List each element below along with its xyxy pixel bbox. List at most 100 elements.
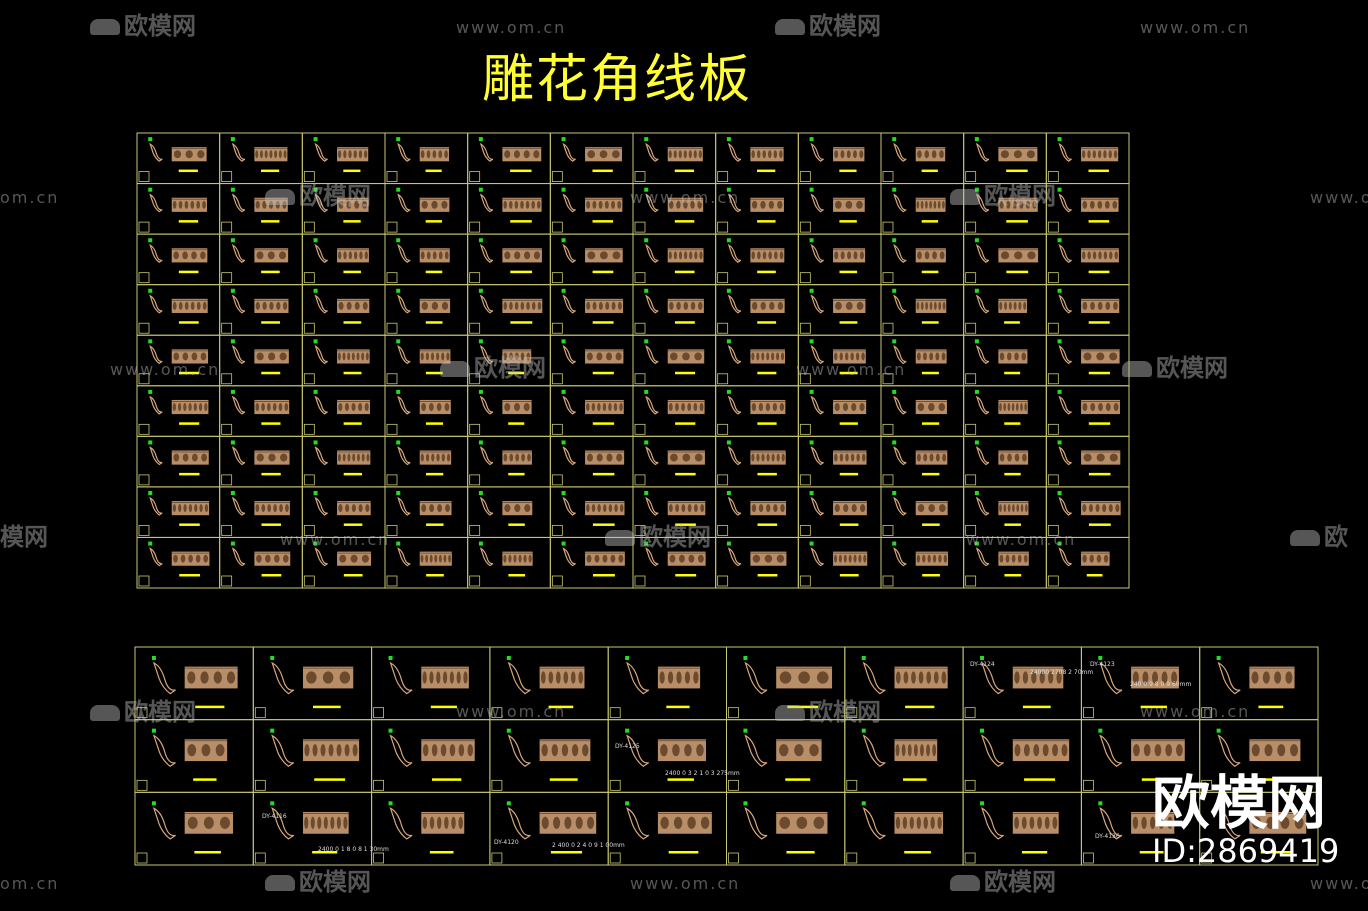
label-bar: [1004, 422, 1021, 425]
label-bar: [425, 270, 443, 274]
watermark-logo: 模网: [0, 525, 48, 549]
title-stamp: [469, 272, 481, 284]
carving-motif: [434, 554, 438, 563]
title-stamp: [138, 423, 150, 435]
title-stamp: [965, 474, 977, 486]
carving-motif: [1112, 200, 1118, 209]
carving-motif: [429, 671, 434, 684]
carving-motif: [586, 554, 592, 563]
dimension-marker: [1057, 137, 1062, 142]
label-bar: [261, 220, 280, 223]
label-bar: [1259, 778, 1288, 781]
profile-section: [562, 496, 576, 516]
molding-sheet: [467, 334, 551, 387]
profile-section: [645, 395, 659, 415]
carving-motif: [771, 352, 775, 361]
watermark-url: om.cn: [0, 874, 60, 893]
label-bar: [343, 169, 361, 173]
label-bar: [1258, 705, 1284, 709]
carved-molding: [833, 501, 867, 516]
watermark-url: www.om.cn: [456, 702, 567, 721]
profile-section: [231, 193, 246, 213]
carving-motif: [364, 150, 368, 159]
label-bar: [592, 270, 614, 274]
label-bar: [757, 472, 777, 476]
dimension-marker: [478, 440, 483, 445]
carving-motif: [684, 671, 691, 684]
carving-motif: [582, 744, 589, 757]
profile-section: [562, 294, 576, 314]
label-bar: [1088, 270, 1110, 274]
carving-motif: [1108, 504, 1113, 513]
carving-motif: [1012, 200, 1017, 209]
carving-motif: [183, 403, 187, 411]
carving-motif: [694, 352, 702, 361]
carving-motif: [1016, 504, 1020, 513]
dimension-marker: [270, 728, 275, 733]
label-bar: [261, 321, 280, 324]
carving-motif: [676, 200, 681, 209]
carving-motif: [430, 352, 435, 361]
carving-motif: [1252, 816, 1261, 829]
sofa-icon: [775, 705, 805, 721]
label-bar: [903, 778, 927, 781]
profile-section: [862, 661, 886, 695]
carving-motif: [942, 301, 946, 310]
label-bar: [757, 169, 776, 173]
carved-molding: [421, 739, 475, 762]
title-stamp: [1201, 779, 1213, 791]
carving-motif: [698, 150, 702, 159]
watermark-logo: 欧模网: [775, 14, 881, 38]
profile-section: [314, 294, 328, 314]
molding-sheet: [301, 536, 386, 589]
title-stamp: [221, 322, 233, 334]
carving-motif: [504, 504, 511, 513]
dimension-marker: [396, 440, 401, 445]
carving-motif: [678, 150, 682, 159]
carving-motif: [1102, 504, 1107, 513]
carving-motif: [358, 504, 363, 513]
molding-sheet: [549, 284, 634, 336]
carving-motif: [563, 671, 569, 684]
title-stamp: [882, 221, 894, 233]
label-bar: [592, 169, 613, 173]
title-stamp: [799, 474, 811, 486]
carving-motif: [436, 352, 440, 361]
label-bar: [508, 422, 525, 425]
carving-motif: [1007, 453, 1012, 462]
carved-molding: [915, 248, 946, 263]
molding-sheet: [136, 385, 221, 437]
carving-motif: [681, 403, 685, 411]
carved-molding: [750, 147, 784, 162]
carving-motif: [438, 251, 443, 260]
molding-sheet: [134, 791, 254, 866]
molding-sheet: [301, 233, 386, 286]
label-bar: [314, 778, 346, 781]
carving-motif: [197, 150, 205, 159]
label-bar: [1022, 705, 1051, 709]
carving-motif: [773, 504, 778, 513]
carving-motif: [587, 251, 596, 260]
carving-motif: [758, 504, 764, 513]
dimension-marker: [478, 541, 483, 546]
carving-motif: [688, 554, 695, 563]
carving-motif: [1098, 403, 1103, 411]
carving-motif: [361, 453, 365, 462]
carving-motif: [269, 301, 274, 310]
carving-motif: [446, 453, 451, 462]
title-stamp: [1083, 779, 1094, 791]
carving-motif: [431, 744, 438, 757]
molding-sheet: [219, 486, 303, 538]
profile-section: [231, 446, 246, 466]
dimension-marker: [809, 440, 814, 445]
carving-motif: [564, 816, 572, 829]
title-stamp: [882, 171, 894, 182]
molding-sheet: [963, 435, 1047, 488]
carving-motif: [697, 200, 702, 209]
watermark-text: 欧模网: [299, 182, 371, 210]
profile-section: [314, 244, 328, 263]
label-bar: [674, 169, 695, 173]
dimension-marker: [230, 541, 235, 546]
watermark-text: 欧模网: [1156, 354, 1228, 382]
carving-motif: [758, 403, 764, 411]
